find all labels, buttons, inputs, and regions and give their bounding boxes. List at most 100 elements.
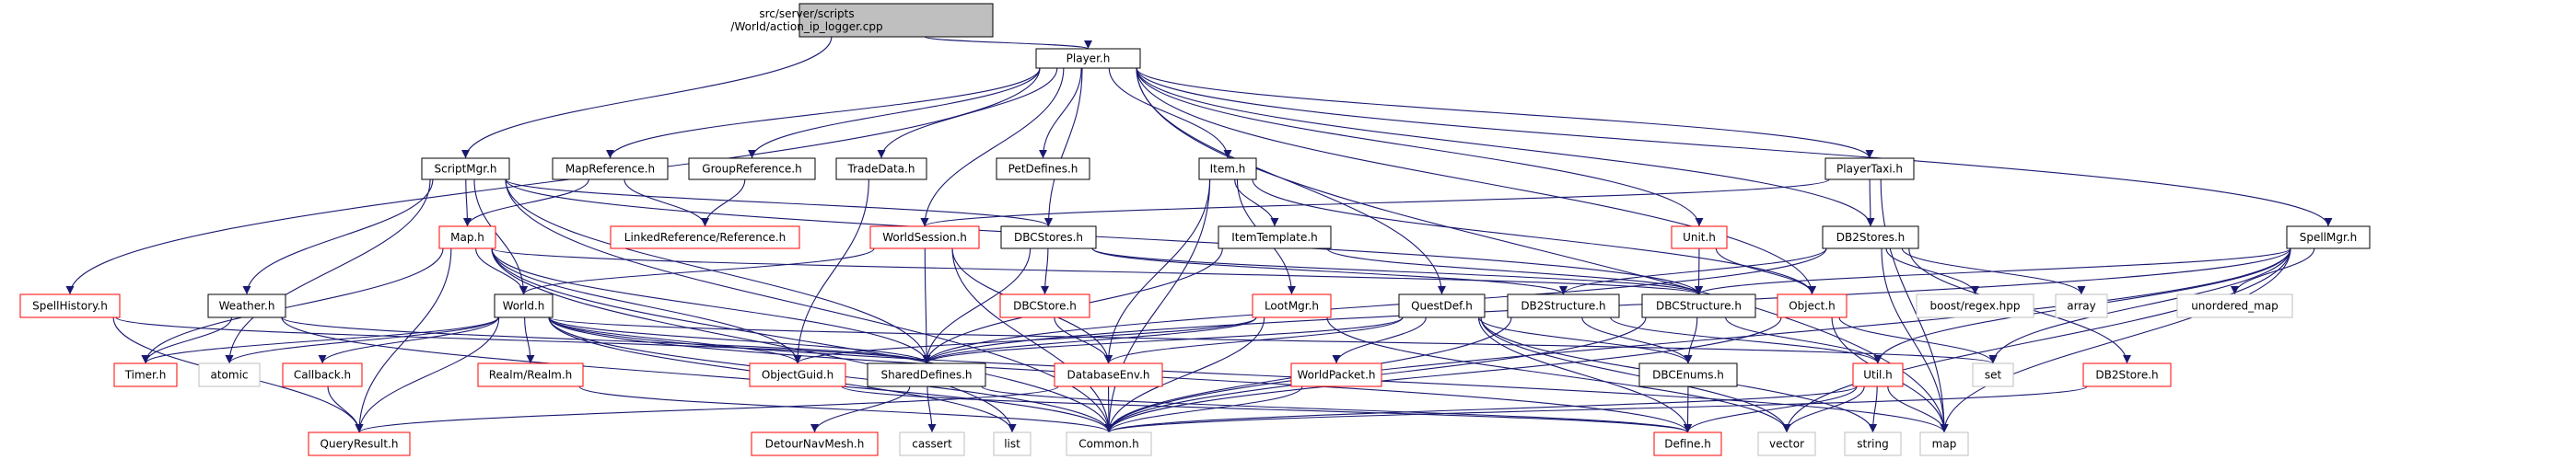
- node-box[interactable]: [996, 157, 1090, 180]
- node-box[interactable]: [1916, 293, 2034, 318]
- node-cassert[interactable]: cassert: [899, 431, 965, 456]
- node-realm[interactable]: Realm/Realm.h: [477, 362, 584, 387]
- node-spellhistory[interactable]: SpellHistory.h: [19, 293, 121, 318]
- node-box[interactable]: [1641, 293, 1756, 318]
- node-array[interactable]: array: [2055, 293, 2108, 318]
- node-box[interactable]: [1972, 362, 2014, 387]
- node-box[interactable]: [869, 225, 980, 249]
- node-player[interactable]: Player.h: [1035, 48, 1141, 69]
- node-box[interactable]: [1822, 225, 1919, 249]
- node-box[interactable]: [1054, 362, 1163, 387]
- node-itemtemplate[interactable]: ItemTemplate.h: [1218, 225, 1332, 249]
- node-box[interactable]: [19, 293, 121, 318]
- node-box[interactable]: [1398, 293, 1486, 318]
- node-box[interactable]: [867, 362, 986, 387]
- node-box[interactable]: [438, 225, 496, 249]
- node-questdef[interactable]: QuestDef.h: [1398, 293, 1486, 318]
- node-common[interactable]: Common.h: [1066, 431, 1152, 456]
- node-box[interactable]: [1671, 225, 1728, 249]
- node-list[interactable]: list: [993, 431, 1032, 456]
- node-tradedata[interactable]: TradeData.h: [835, 157, 927, 180]
- node-box[interactable]: [1638, 362, 1738, 387]
- node-box[interactable]: [1198, 157, 1257, 180]
- node-box[interactable]: [308, 431, 411, 456]
- node-playertaxi[interactable]: PlayerTaxi.h: [1824, 157, 1915, 180]
- node-box[interactable]: [282, 362, 363, 387]
- node-object[interactable]: Object.h: [1777, 293, 1847, 318]
- node-db2structure[interactable]: DB2Structure.h: [1507, 293, 1620, 318]
- node-box[interactable]: [1852, 362, 1904, 387]
- node-box[interactable]: [2176, 293, 2293, 318]
- node-box[interactable]: [610, 225, 800, 249]
- node-detournavmesh[interactable]: DetourNavMesh.h: [751, 431, 879, 456]
- node-box[interactable]: [899, 431, 965, 456]
- node-item[interactable]: Item.h: [1198, 157, 1257, 180]
- node-util[interactable]: Util.h: [1852, 362, 1904, 387]
- node-box[interactable]: [1919, 431, 1969, 456]
- node-db2store[interactable]: DB2Store.h: [2082, 362, 2172, 387]
- node-box[interactable]: [751, 431, 879, 456]
- node-linkedref[interactable]: LinkedReference/Reference.h: [610, 225, 800, 249]
- node-box[interactable]: [1653, 431, 1722, 456]
- node-box[interactable]: [198, 362, 261, 387]
- node-box[interactable]: [207, 293, 286, 318]
- node-spellmgr[interactable]: SpellMgr.h: [2286, 225, 2371, 249]
- node-dbcstores[interactable]: DBCStores.h: [1000, 225, 1097, 249]
- node-worldpacket[interactable]: WorldPacket.h: [1290, 362, 1382, 387]
- node-db2stores[interactable]: DB2Stores.h: [1822, 225, 1919, 249]
- node-boostregex[interactable]: boost/regex.hpp: [1916, 293, 2034, 318]
- node-box[interactable]: [1777, 293, 1847, 318]
- node-set[interactable]: set: [1972, 362, 2014, 387]
- node-dbcenums[interactable]: DBCEnums.h: [1638, 362, 1738, 387]
- node-unit[interactable]: Unit.h: [1671, 225, 1728, 249]
- node-box[interactable]: [552, 157, 669, 180]
- node-lootmgr[interactable]: LootMgr.h: [1252, 293, 1332, 318]
- node-box[interactable]: [421, 157, 510, 180]
- node-box[interactable]: [1035, 48, 1141, 69]
- node-box[interactable]: [2286, 225, 2371, 249]
- node-root[interactable]: src/server/scripts/World/action_ip_logge…: [730, 3, 994, 38]
- node-box[interactable]: [1218, 225, 1332, 249]
- node-box[interactable]: [1290, 362, 1382, 387]
- node-box[interactable]: [993, 431, 1032, 456]
- node-box[interactable]: [2055, 293, 2108, 318]
- node-scriptmgr[interactable]: ScriptMgr.h: [421, 157, 510, 180]
- node-box[interactable]: [749, 362, 846, 387]
- node-dbcstore[interactable]: DBCStore.h: [999, 293, 1090, 318]
- node-map[interactable]: map: [1919, 431, 1969, 456]
- node-box[interactable]: [999, 293, 1090, 318]
- node-shareddefines[interactable]: SharedDefines.h: [867, 362, 986, 387]
- node-box[interactable]: [1252, 293, 1332, 318]
- node-groupref[interactable]: GroupReference.h: [688, 157, 816, 180]
- node-queryresult[interactable]: QueryResult.h: [308, 431, 411, 456]
- node-atomic[interactable]: atomic: [198, 362, 261, 387]
- node-vector[interactable]: vector: [1757, 431, 1816, 456]
- node-weather[interactable]: Weather.h: [207, 293, 286, 318]
- node-box[interactable]: [1844, 431, 1902, 456]
- node-worldsession[interactable]: WorldSession.h: [869, 225, 980, 249]
- node-box[interactable]: [1824, 157, 1915, 180]
- node-databaseenv[interactable]: DatabaseEnv.h: [1054, 362, 1163, 387]
- node-mapref[interactable]: MapReference.h: [552, 157, 669, 180]
- node-box[interactable]: [1066, 431, 1152, 456]
- node-box[interactable]: [688, 157, 816, 180]
- node-box[interactable]: [113, 362, 178, 387]
- node-map-h[interactable]: Map.h: [438, 225, 496, 249]
- node-box[interactable]: [2082, 362, 2172, 387]
- node-box[interactable]: [494, 293, 554, 318]
- node-petdefines[interactable]: PetDefines.h: [996, 157, 1090, 180]
- node-world[interactable]: World.h: [494, 293, 554, 318]
- node-define[interactable]: Define.h: [1653, 431, 1722, 456]
- node-objectguid[interactable]: ObjectGuid.h: [749, 362, 846, 387]
- node-box[interactable]: [835, 157, 927, 180]
- node-box[interactable]: [1507, 293, 1620, 318]
- node-timer[interactable]: Timer.h: [113, 362, 178, 387]
- node-box[interactable]: [1757, 431, 1816, 456]
- node-unorderedmap[interactable]: unordered_map: [2176, 293, 2293, 318]
- node-string[interactable]: string: [1844, 431, 1902, 456]
- node-box[interactable]: [798, 3, 994, 38]
- node-box[interactable]: [477, 362, 584, 387]
- node-box[interactable]: [1000, 225, 1097, 249]
- node-dbcstructure[interactable]: DBCStructure.h: [1641, 293, 1756, 318]
- node-callback[interactable]: Callback.h: [282, 362, 363, 387]
